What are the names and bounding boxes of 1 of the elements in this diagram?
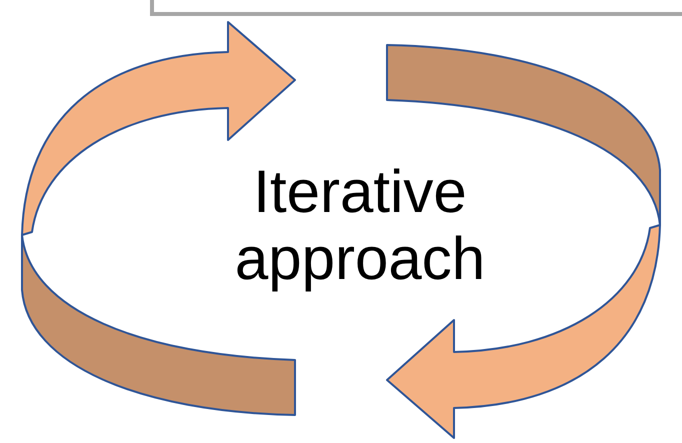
center-label: Iterative approach [234, 158, 486, 292]
